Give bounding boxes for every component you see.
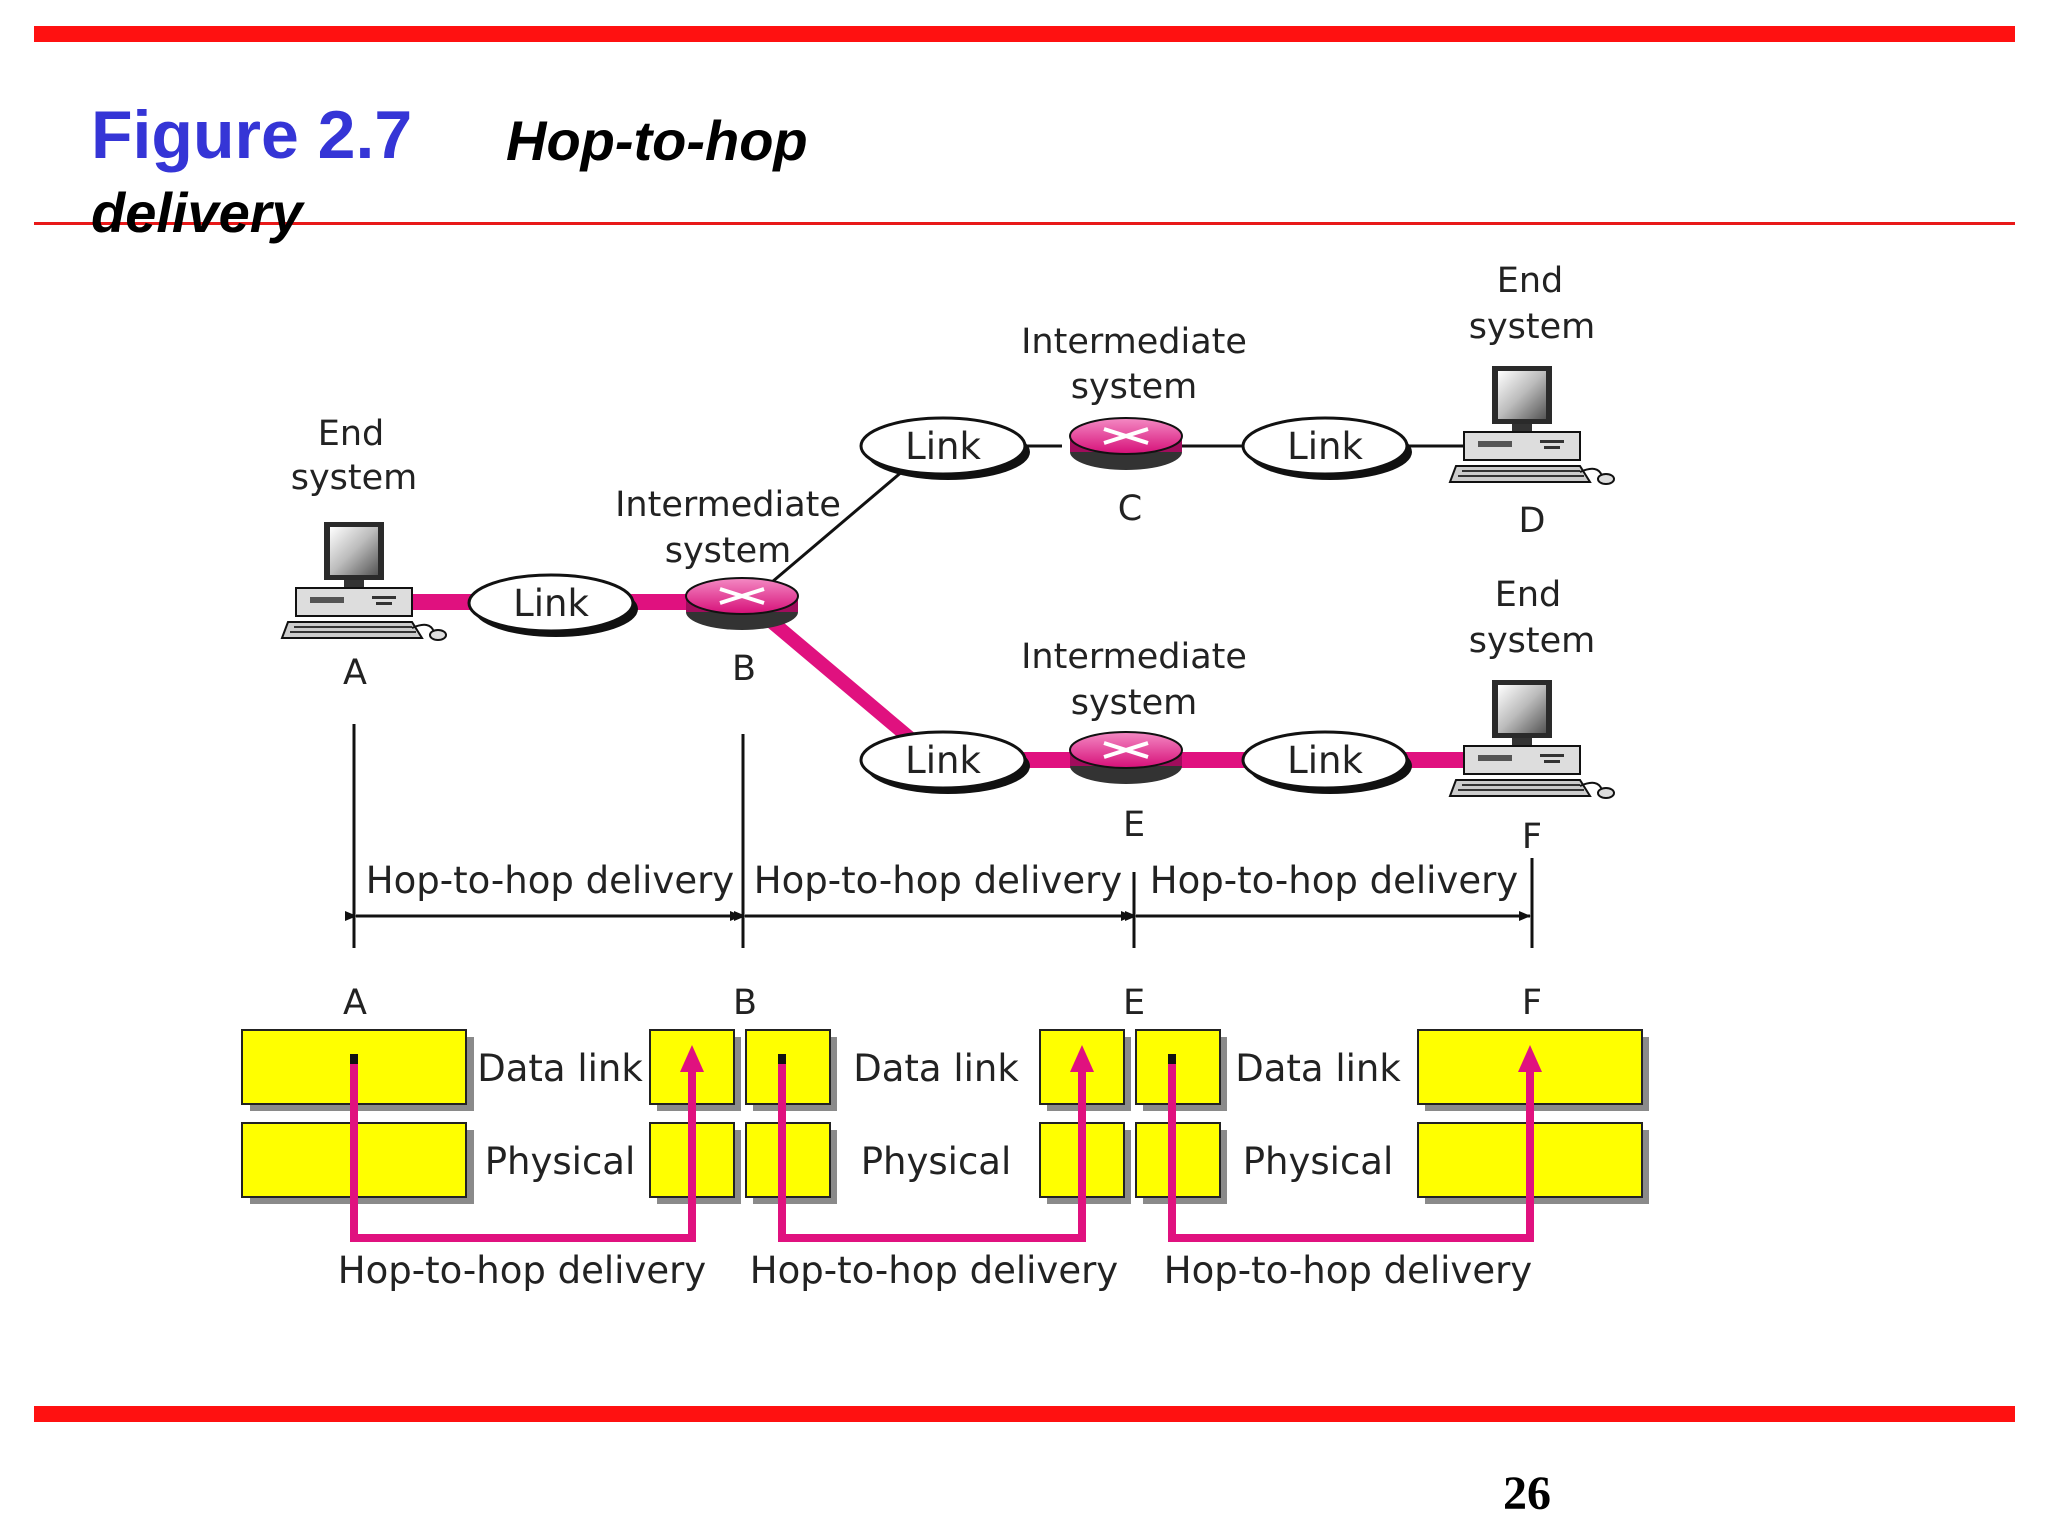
computer-a-icon: [281, 521, 447, 641]
node-a-letter: A: [343, 653, 367, 693]
stack-e-letter: E: [1123, 983, 1145, 1023]
layer-label-physical-1: Physical: [485, 1140, 636, 1183]
link-ab-label: Link: [513, 582, 589, 625]
node-e-letter: E: [1123, 805, 1145, 845]
stack-e-physical-out-box: [1135, 1122, 1221, 1198]
hop-label-ef: Hop-to-hop delivery: [1150, 859, 1518, 902]
delivery-paths: [350, 1058, 1534, 1242]
link-bc-label: Link: [905, 425, 981, 468]
layer-label-datalink-3: Data link: [1235, 1047, 1401, 1090]
router-b-icon: [685, 577, 799, 630]
node-f-letter: F: [1522, 817, 1542, 857]
link-ef-label: Link: [1287, 739, 1363, 782]
delivery-arrowheads: [680, 1045, 1542, 1072]
link-cd-label: Link: [1287, 425, 1363, 468]
router-e-icon: [1069, 731, 1183, 784]
link-cd: Link: [1241, 416, 1412, 480]
hop-label-bottom-3: Hop-to-hop delivery: [1164, 1249, 1532, 1292]
hop-span-markers: [345, 724, 1534, 948]
layer-label-physical-2: Physical: [861, 1140, 1012, 1183]
node-c-role-line2: system: [1071, 367, 1198, 407]
link-ef: Link: [1241, 730, 1412, 794]
node-b-role-line2: system: [665, 531, 792, 571]
node-d-role-line2: system: [1469, 307, 1596, 347]
top-rule: [34, 26, 2015, 42]
figure-number: Figure 2.7: [91, 97, 413, 173]
link-be-label: Link: [905, 739, 981, 782]
node-d-role-line1: End: [1497, 261, 1564, 301]
link-ab: Link: [467, 573, 638, 637]
node-a-role-line1: End: [318, 414, 385, 454]
node-b-letter: B: [732, 649, 756, 689]
node-c-letter: C: [1118, 489, 1142, 529]
hop-label-be: Hop-to-hop delivery: [754, 859, 1122, 902]
node-f-role-line1: End: [1495, 575, 1562, 615]
node-c-role-line1: Intermediate: [1021, 322, 1247, 362]
stack-e-datalink-out-box: [1135, 1029, 1221, 1105]
bottom-rule: [34, 1406, 2015, 1422]
hop-label-bottom-2: Hop-to-hop delivery: [750, 1249, 1118, 1292]
stack-b-physical-out-box: [745, 1122, 831, 1198]
link-be: Link: [859, 730, 1030, 794]
figure-caption-line1: Hop-to-hop: [506, 109, 808, 172]
node-f-role-line2: system: [1469, 621, 1596, 661]
layer-label-datalink-2: Data link: [853, 1047, 1019, 1090]
stack-f-letter: F: [1522, 983, 1542, 1023]
node-a-role-line2: system: [291, 458, 418, 498]
node-e-role-line2: system: [1071, 683, 1198, 723]
hop-label-ab: Hop-to-hop delivery: [366, 859, 734, 902]
computer-f-icon: [1449, 679, 1615, 799]
node-d-letter: D: [1519, 501, 1546, 541]
link-bc: Link: [859, 416, 1030, 480]
stack-b-letter: B: [733, 983, 757, 1023]
page-number: 26: [1503, 1467, 1551, 1520]
stack-b-datalink-out-box: [745, 1029, 831, 1105]
router-c-icon: [1069, 417, 1183, 470]
stack-a-letter: A: [343, 983, 367, 1023]
title-underline: [34, 222, 2015, 225]
figure-caption-line2: delivery: [91, 181, 303, 244]
node-e-role-line1: Intermediate: [1021, 637, 1247, 677]
node-b-role-line1: Intermediate: [615, 485, 841, 525]
layer-label-datalink-1: Data link: [477, 1047, 643, 1090]
layer-label-physical-3: Physical: [1243, 1140, 1394, 1183]
computer-d-icon: [1449, 365, 1615, 485]
hop-label-bottom-1: Hop-to-hop delivery: [338, 1249, 706, 1292]
